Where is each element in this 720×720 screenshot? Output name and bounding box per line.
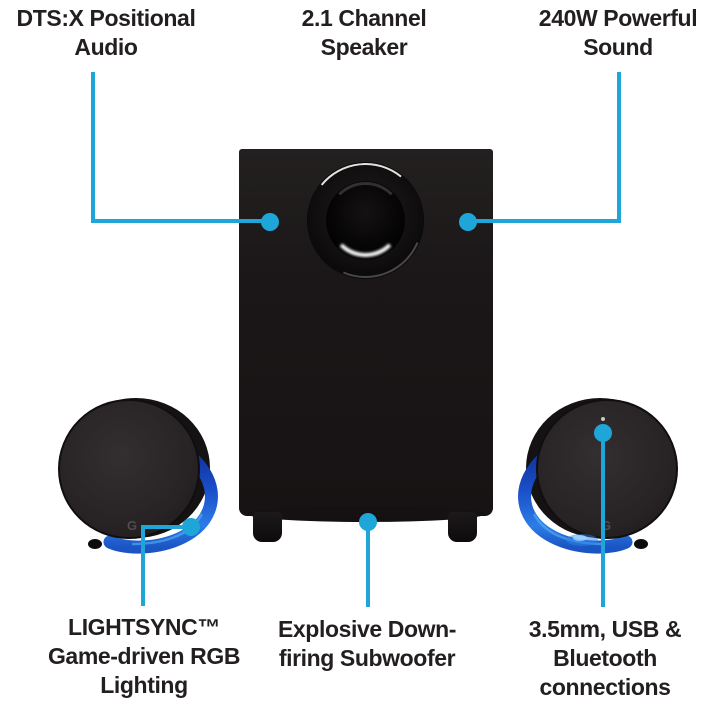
label-line: Explosive Down- — [277, 616, 457, 642]
right-satellite-speaker: G — [518, 398, 678, 554]
subwoofer-foot-left — [253, 512, 282, 542]
speaker-body-shapes — [58, 398, 218, 554]
speaker-foot — [634, 539, 648, 549]
label-line: connections — [539, 674, 671, 700]
left-satellite-speaker: G — [58, 398, 218, 554]
label-line: 3.5mm, USB & — [528, 616, 682, 642]
subwoofer — [239, 149, 493, 542]
label-21-channel-speaker: 2.1 Channel Speaker — [264, 4, 464, 62]
callout-line-dts-horizontal — [91, 219, 270, 223]
subwoofer-foot-right — [448, 512, 477, 542]
label-line: Sound — [583, 34, 653, 60]
callout-line-connections-vertical — [601, 433, 605, 607]
label-lightsync-rgb-lighting: LIGHTSYNC™ Game-driven RGB Lighting — [24, 613, 264, 700]
callout-line-lightsync-vertical — [141, 525, 145, 606]
subwoofer-port — [308, 163, 423, 278]
callout-line-lightsync-horizontal — [141, 525, 191, 529]
speaker-grille — [536, 399, 678, 539]
subwoofer-port-opening — [326, 181, 405, 260]
speaker-foot — [88, 539, 102, 549]
label-line: firing Subwoofer — [278, 645, 456, 671]
callout-line-dts-vertical — [91, 72, 95, 223]
label-line: 2.1 Channel — [301, 5, 427, 31]
callout-line-watt-vertical — [617, 72, 621, 223]
label-line: Audio — [74, 34, 138, 60]
label-line: Speaker — [320, 34, 408, 60]
label-downfiring-subwoofer: Explosive Down- firing Subwoofer — [247, 615, 487, 673]
callout-line-watt-horizontal — [469, 219, 621, 223]
label-line: Lighting — [100, 672, 188, 698]
label-line: Bluetooth — [553, 645, 657, 671]
callout-dot-dts — [261, 213, 279, 231]
label-line: LIGHTSYNC™ — [68, 614, 220, 640]
callout-line-subwoofer-vertical — [366, 522, 370, 607]
callout-dot-lightsync — [182, 518, 200, 536]
g-logo-icon: G — [127, 518, 137, 533]
callout-dot-watt — [459, 213, 477, 231]
callout-dot-connections — [594, 424, 612, 442]
label-line: DTS:X Positional — [16, 5, 196, 31]
speaker-grille — [58, 399, 200, 539]
label-dts-positional-audio: DTS:X Positional Audio — [6, 4, 206, 62]
callout-dot-subwoofer — [359, 513, 377, 531]
label-line: 240W Powerful — [538, 5, 698, 31]
speaker-body-shapes — [518, 398, 678, 554]
led-dot — [601, 417, 605, 421]
rgb-light-stand — [518, 435, 633, 554]
label-connections: 3.5mm, USB & Bluetooth connections — [495, 615, 715, 702]
label-240w-powerful-sound: 240W Powerful Sound — [518, 4, 718, 62]
rgb-glow-core — [573, 535, 587, 541]
label-line: Game-driven RGB — [47, 643, 241, 669]
g-logo-icon: G — [601, 518, 611, 533]
